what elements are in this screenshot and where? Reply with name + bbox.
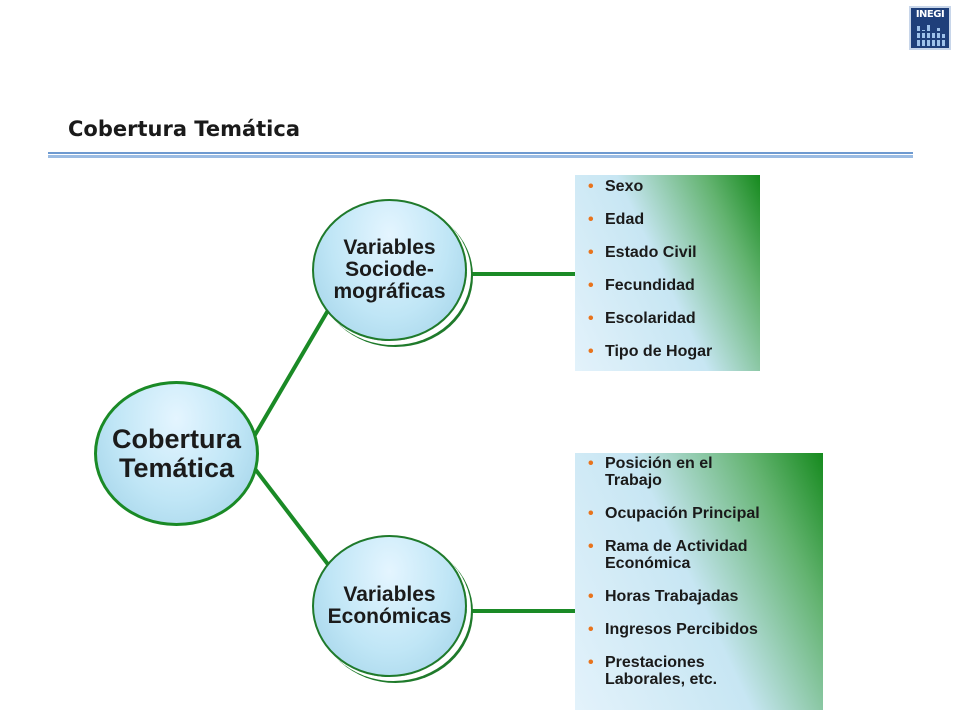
- list-item: Escolaridad: [587, 310, 754, 327]
- list-item: Horas Trabajadas: [587, 588, 817, 605]
- list-item: Estado Civil: [587, 244, 754, 261]
- list-item: Prestaciones Laborales, etc.: [587, 654, 755, 688]
- connector-root-econ: [250, 463, 332, 569]
- logo-text: INEGI: [915, 9, 945, 20]
- node-variables-economicas: Variables Económicas: [312, 535, 467, 677]
- logo-bars-icon: [917, 25, 946, 46]
- list-item: Fecundidad: [587, 277, 754, 294]
- node-cobertura-tematica: Cobertura Temática: [94, 381, 259, 526]
- economic-list: Posición en el Trabajo Ocupación Princip…: [587, 455, 817, 688]
- node-variables-sociodemograficas: Variables Sociode- mográficas: [312, 199, 467, 341]
- sociodemographic-list: Sexo Edad Estado Civil Fecundidad Escola…: [587, 178, 754, 360]
- inegi-logo-icon: INEGI: [909, 6, 951, 50]
- list-item: Posición en el Trabajo: [587, 455, 765, 489]
- economic-list-box: Posición en el Trabajo Ocupación Princip…: [575, 453, 823, 710]
- connector-root-socio: [250, 305, 332, 442]
- title-divider: [48, 152, 913, 158]
- list-item: Tipo de Hogar: [587, 343, 754, 360]
- sociodemographic-list-box: Sexo Edad Estado Civil Fecundidad Escola…: [575, 175, 760, 371]
- list-item: Ingresos Percibidos: [587, 621, 817, 638]
- list-item: Sexo: [587, 178, 754, 195]
- list-item: Ocupación Principal: [587, 505, 817, 522]
- list-item: Rama de Actividad Económica: [587, 538, 810, 572]
- list-item: Edad: [587, 211, 754, 228]
- page-title: Cobertura Temática: [68, 117, 300, 141]
